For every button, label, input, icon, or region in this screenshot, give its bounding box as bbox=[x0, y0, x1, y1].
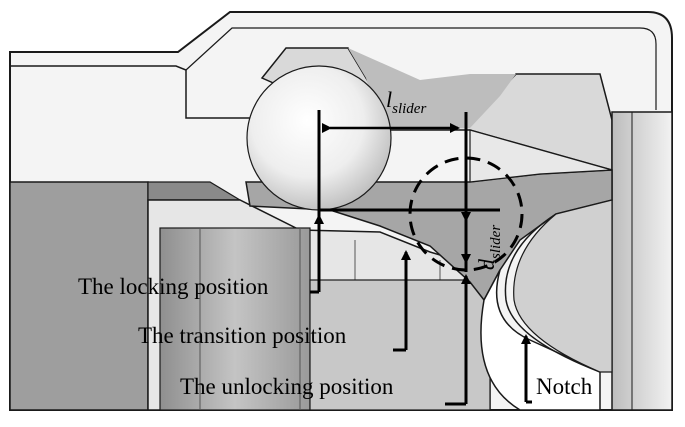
unlocking-position-label: The unlocking position bbox=[180, 374, 394, 399]
lslider-label: lslider bbox=[386, 87, 426, 117]
transition-position-label: The transition position bbox=[138, 323, 347, 348]
notch-inner-face bbox=[513, 199, 613, 373]
notch-label: Notch bbox=[536, 374, 593, 399]
locking-position-label: The locking position bbox=[78, 274, 269, 299]
unlocking-ball-outline bbox=[408, 156, 524, 272]
slider-face bbox=[159, 227, 311, 411]
right-housing bbox=[611, 111, 673, 411]
housing-step bbox=[185, 27, 657, 110]
ball-pocket-shade bbox=[348, 48, 516, 128]
notch-curve bbox=[504, 213, 601, 373]
dslider-label: dslider bbox=[474, 225, 504, 270]
notch-cut bbox=[480, 269, 601, 411]
ramp-light-edge bbox=[469, 129, 613, 183]
